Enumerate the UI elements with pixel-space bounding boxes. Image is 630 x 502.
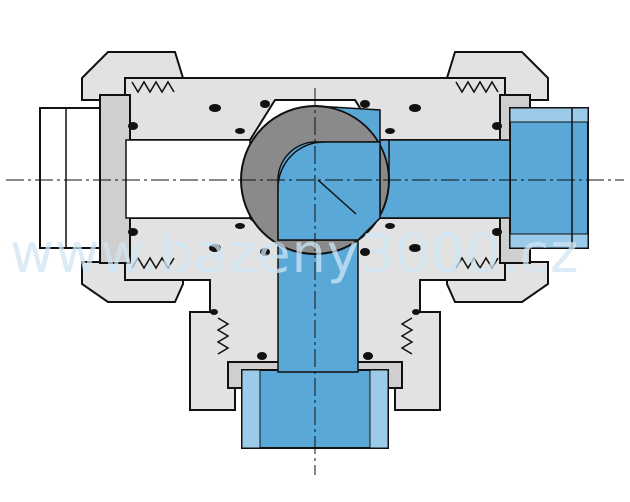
- centerline-icon: [6, 88, 624, 475]
- right-bore: [379, 139, 511, 219]
- o-ring-icon: [128, 100, 502, 360]
- bottom-end-connector: [227, 361, 403, 449]
- left-end-connector: [39, 94, 131, 264]
- bottom-bore: [277, 235, 359, 373]
- right-end-connector: [499, 94, 589, 264]
- left-bore: [125, 139, 251, 219]
- thread-icon: [131, 80, 499, 355]
